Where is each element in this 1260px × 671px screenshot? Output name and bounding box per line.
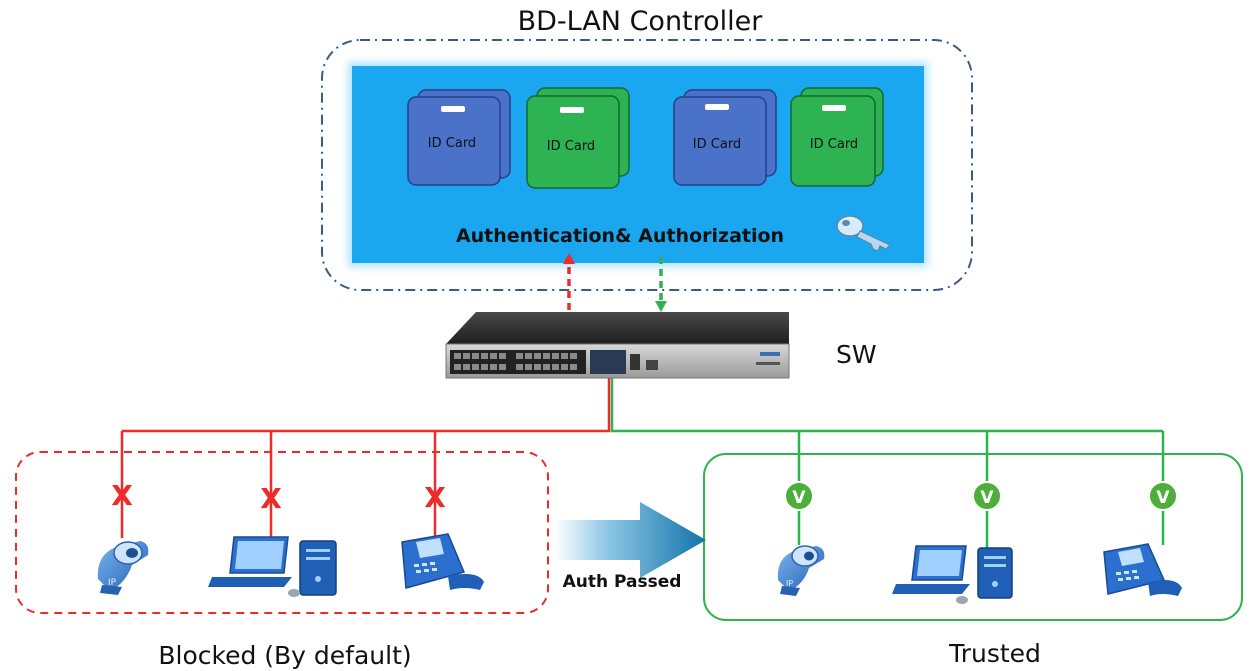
auth-panel-label: Authentication& Authorization (456, 225, 784, 247)
blocked-group-label: Blocked (By default) (158, 641, 411, 670)
ip-camera-icon: IP (97, 541, 149, 595)
switch-ports (454, 353, 577, 370)
blocked-x-mark: X (260, 482, 282, 515)
auth-passed-label: Auth Passed (563, 572, 682, 592)
svg-text:V: V (792, 488, 806, 508)
blocked-group-frame (15, 451, 549, 614)
svg-text:IP: IP (786, 579, 793, 588)
trusted-check-mark: V (1148, 481, 1178, 511)
trusted-group-label: Trusted (948, 639, 1041, 668)
id-card-label: ID Card (547, 139, 595, 154)
svg-text:V: V (1156, 488, 1170, 508)
blocked-x-mark: X (111, 479, 133, 512)
ip-phone-icon (401, 533, 484, 590)
ip-phone-icon (1103, 543, 1182, 596)
network-switch (445, 312, 790, 379)
id-card-stack-3: ID Card (673, 89, 777, 186)
trusted-check-mark: V (784, 481, 814, 511)
id-card-stack-4: ID Card (790, 87, 884, 187)
trusted-links (610, 378, 1165, 548)
controller-frame (321, 39, 973, 291)
id-card-stack-1: ID Card (407, 89, 511, 186)
id-card-label: ID Card (810, 137, 858, 152)
switch-label: SW (836, 340, 877, 369)
id-card-stack-2: ID Card (526, 87, 630, 189)
desktop-computer-icon (892, 545, 1013, 604)
id-card-label: ID Card (428, 136, 476, 151)
id-card-label: ID Card (693, 137, 741, 152)
ip-camera-icon: IP (777, 545, 825, 596)
svg-text:IP: IP (108, 578, 117, 588)
key-icon (836, 215, 892, 252)
desktop-computer-icon (208, 536, 337, 597)
controller-title: BD-LAN Controller (518, 6, 764, 37)
blocked-x-mark: X (424, 481, 446, 514)
svg-text:V: V (980, 488, 994, 508)
blocked-links (120, 378, 611, 548)
auth-response-arrow (655, 257, 667, 312)
trusted-group-frame (703, 453, 1243, 621)
auth-passed-arrow (555, 502, 706, 578)
trusted-check-mark: V (972, 481, 1002, 511)
auth-request-arrow (563, 253, 575, 310)
